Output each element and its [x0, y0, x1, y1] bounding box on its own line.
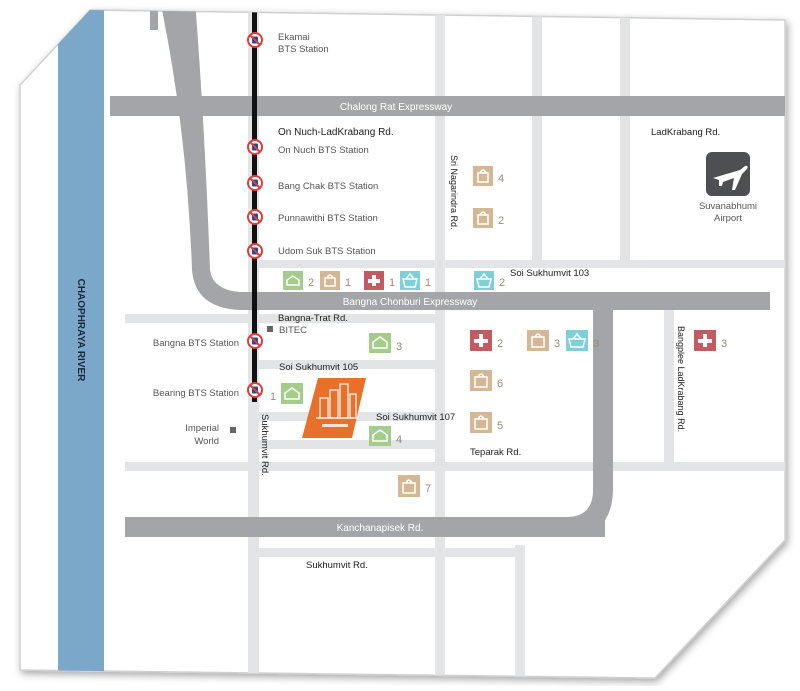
- shopping-bag-icon: [527, 330, 549, 351]
- shopping-basket-icon: [400, 271, 420, 290]
- kanchanapisek-label: Kanchanapisek Rd.: [337, 523, 424, 534]
- bitec-marker: [267, 326, 273, 332]
- poi-number: 1: [270, 391, 276, 403]
- bearing-station-label: Bearing BTS Station: [153, 388, 239, 399]
- on-nuch-ladkrabang-label: On Nuch-LadKrabang Rd.: [278, 127, 394, 138]
- poi-number: 4: [498, 173, 504, 185]
- school-icon: [281, 383, 303, 404]
- school-icon: [283, 271, 303, 290]
- airport-icon: [706, 152, 750, 196]
- poi-number: 4: [396, 434, 402, 446]
- bts-station-icon: [247, 32, 263, 48]
- udom-suk-label: Udom Suk BTS Station: [278, 246, 376, 257]
- imperial-label-1: Imperial: [185, 423, 219, 434]
- bitec-label: BITEC: [279, 325, 307, 336]
- bangna-chonburi-label: Bangna Chonburi Expressway: [343, 297, 478, 308]
- shopping-bag-icon: [320, 271, 340, 290]
- poi-number: 2: [499, 277, 505, 289]
- ekamai-label-1: Ekamai: [278, 32, 310, 43]
- bangplee-ladkrabang-label: Bangplee LadKrabang Rd.: [676, 326, 686, 432]
- bang-chak-label: Bang Chak BTS Station: [278, 181, 378, 192]
- ekamai-label-2: BTS Station: [278, 44, 329, 55]
- school-icon: [369, 426, 391, 446]
- poi-number: 6: [497, 378, 503, 390]
- bts-station-icon: [247, 243, 263, 259]
- imperial-marker: [230, 427, 236, 433]
- poi-number: 1: [425, 277, 431, 289]
- bts-line: [252, 10, 257, 402]
- bts-station-icon: [247, 209, 263, 225]
- shopping-bag-icon: [470, 370, 492, 391]
- shopping-bag-icon: [473, 208, 493, 228]
- poi-number: 1: [345, 277, 351, 289]
- poi-number: 3: [721, 338, 727, 350]
- poi-number: 7: [425, 483, 431, 495]
- bangna-station-label: Bangna BTS Station: [153, 338, 239, 349]
- bts-station-icons: [247, 32, 263, 398]
- chalong-rat-label: Chalong Rat Expressway: [340, 102, 452, 113]
- soi-sukhumvit-103-label: Soi Sukhumvit 103: [510, 268, 589, 279]
- teparak-label: Teparak Rd.: [470, 447, 521, 458]
- poi-number: 2: [497, 338, 503, 350]
- airport-label-2: Airport: [714, 213, 742, 224]
- shopping-basket-icon: [566, 330, 588, 351]
- soi-sukhumvit-105-label: Soi Sukhumvit 105: [279, 362, 358, 373]
- poi-number: 3: [593, 338, 599, 350]
- poi-layer: 4 2 2 1 1 1 2 3 2 3 3 3 1 6 4: [270, 166, 727, 497]
- bangna-trat-label: Bangna-Trat Rd.: [278, 313, 348, 324]
- bts-station-icon: [247, 139, 263, 155]
- project-building-icon: [302, 378, 366, 438]
- punnawithi-label: Punnawithi BTS Station: [278, 213, 378, 224]
- shopping-bag-icon: [398, 475, 420, 497]
- sukhumvit-vertical-label: Sukhumvit Rd.: [259, 414, 270, 476]
- bts-station-icon: [247, 382, 263, 398]
- poi-number: 3: [554, 338, 560, 350]
- hospital-icon: [694, 330, 716, 351]
- expressways: [110, 10, 785, 537]
- poi-number: 3: [396, 341, 402, 353]
- on-nuch-label: On Nuch BTS Station: [278, 145, 369, 156]
- bts-station-icon: [247, 333, 263, 349]
- bts-station-icon: [247, 175, 263, 191]
- poi-number: 5: [497, 420, 503, 432]
- shopping-bag-icon: [473, 166, 493, 186]
- imperial-label-2: World: [194, 436, 219, 447]
- sri-nagarindra-label: Sri Nagarindra Rd.: [449, 155, 459, 230]
- poi-number: 2: [308, 277, 314, 289]
- shopping-bag-icon: [470, 412, 492, 433]
- river: [58, 10, 104, 678]
- hospital-icon: [470, 330, 492, 351]
- school-icon: [369, 333, 391, 353]
- soi-sukhumvit-107-label: Soi Sukhumvit 107: [376, 412, 455, 423]
- river-label: CHAOPHRAYA RIVER: [75, 279, 86, 383]
- airport-label-1: Suvanabhumi: [699, 201, 757, 212]
- shopping-basket-icon: [474, 271, 494, 290]
- hospital-icon: [364, 271, 384, 290]
- poi-number: 1: [389, 277, 395, 289]
- poi-number: 2: [498, 215, 504, 227]
- sukhumvit-bottom-label: Sukhumvit Rd.: [306, 560, 368, 571]
- ladkrabang-label: LadKrabang Rd.: [651, 127, 720, 138]
